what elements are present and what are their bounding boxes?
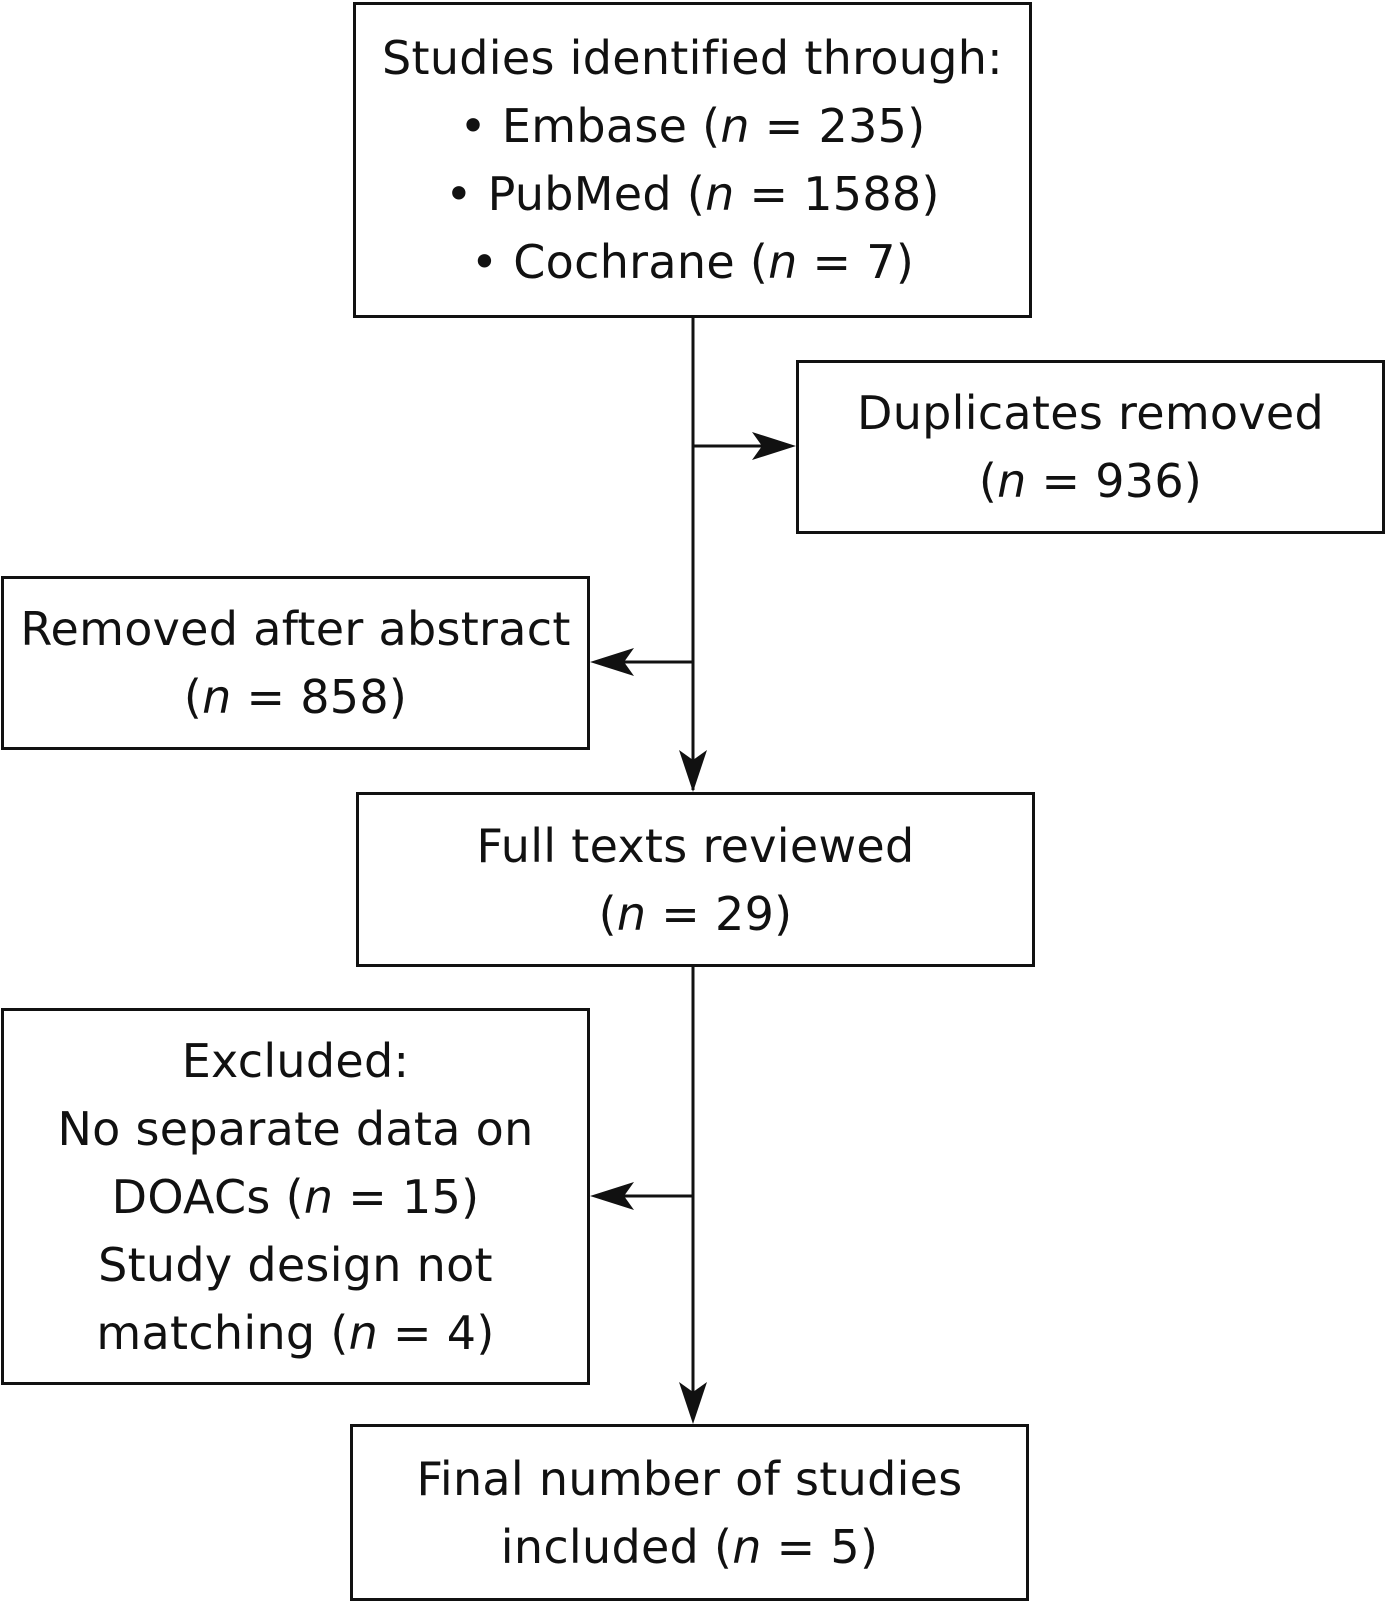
duplicates-box: Duplicates removed (n = 936) (796, 360, 1385, 534)
abstract-removed-box: Removed after abstract (n = 858) (1, 576, 590, 750)
arrowhead-final (679, 1382, 707, 1424)
arrowhead-abstract-removed (590, 648, 634, 676)
arrowhead-full-texts (679, 750, 707, 792)
source-cochrane: • Cochrane (n = 7) (470, 235, 915, 289)
abstract-removed-count: (n = 858) (183, 670, 408, 724)
excluded-reason-design: matching (n = 4) (96, 1305, 495, 1360)
duplicates-label: Duplicates removed (856, 386, 1325, 440)
identification-heading: Studies identified through: (382, 31, 1003, 85)
excluded-reason-doacs: DOACs (n = 15) (111, 1169, 480, 1224)
final-box: Final number of studies included (n = 5) (350, 1424, 1029, 1601)
excluded-line-3: Study design not (98, 1237, 493, 1292)
arrowhead-excluded (590, 1182, 634, 1210)
excluded-heading: Excluded: (181, 1033, 410, 1088)
arrowhead-duplicates (752, 432, 796, 460)
full-texts-count: (n = 29) (598, 886, 793, 941)
final-count: included (n = 5) (500, 1519, 879, 1574)
source-pubmed: • PubMed (n = 1588) (445, 167, 940, 221)
duplicates-count: (n = 936) (978, 454, 1203, 508)
source-embase: • Embase (n = 235) (459, 99, 926, 153)
full-texts-label: Full texts reviewed (476, 818, 915, 873)
excluded-box: Excluded: No separate data on DOACs (n =… (1, 1008, 590, 1385)
abstract-removed-label: Removed after abstract (20, 602, 571, 656)
full-texts-box: Full texts reviewed (n = 29) (356, 792, 1035, 967)
identification-box: Studies identified through: • Embase (n … (353, 2, 1032, 318)
final-label: Final number of studies (416, 1451, 963, 1506)
excluded-line-1: No separate data on (57, 1101, 534, 1156)
